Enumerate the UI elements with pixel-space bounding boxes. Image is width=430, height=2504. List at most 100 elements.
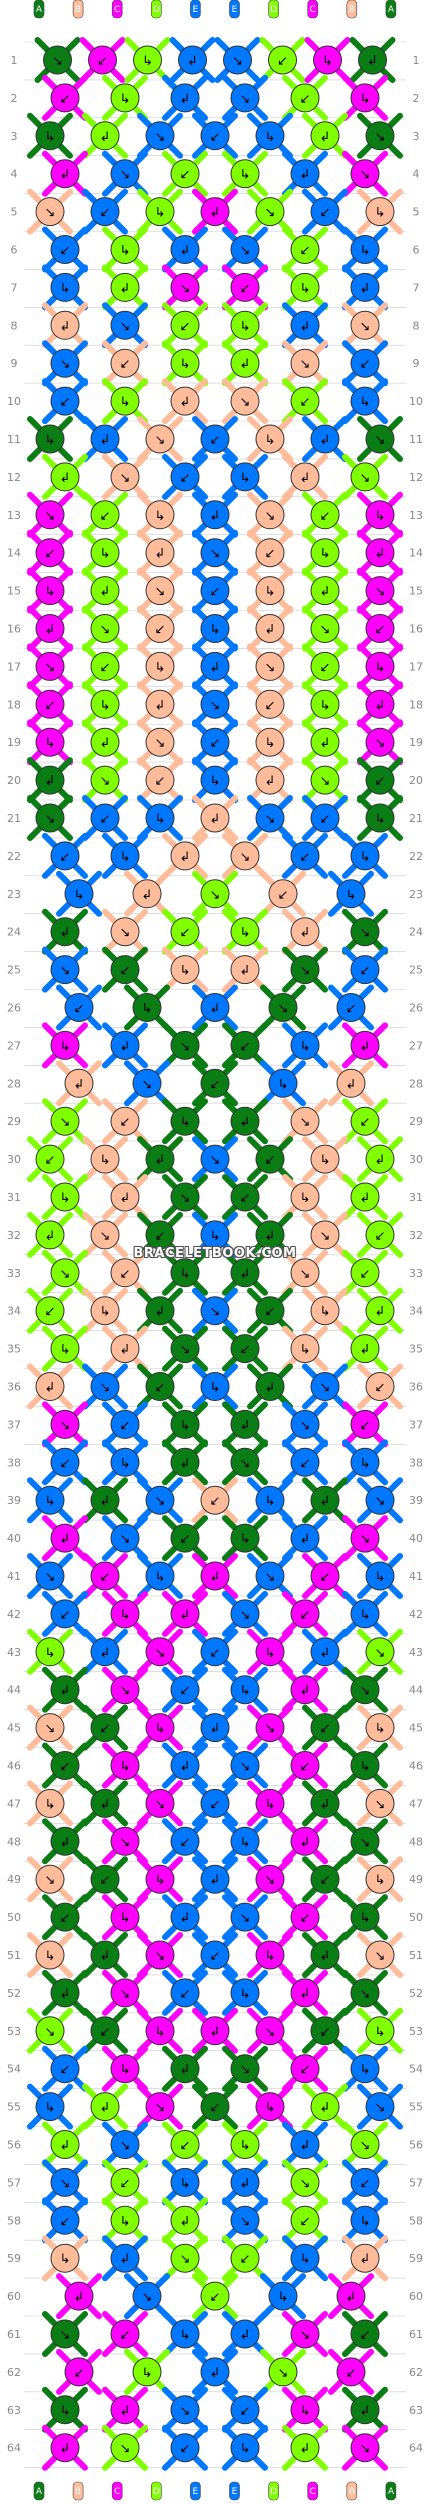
row-label-left: 20 — [7, 774, 21, 787]
knot — [350, 1409, 380, 1439]
knot — [50, 83, 80, 113]
row-label-left: 55 — [7, 2101, 21, 2114]
knot — [255, 1144, 285, 1174]
knot-arrow: ↙ — [210, 1077, 221, 1092]
knot-arrow: ↳ — [45, 130, 56, 145]
knot-arrow: ↙ — [155, 1229, 166, 1244]
knot-arrow: ↘ — [375, 736, 386, 751]
knot — [365, 2016, 395, 2046]
knot-arrow: ↙ — [155, 623, 166, 638]
knot — [230, 2319, 260, 2349]
knot-arrow: ↘ — [210, 1305, 221, 1320]
knot-arrow: ↘ — [45, 1722, 56, 1737]
knot-arrow: ↙ — [210, 585, 221, 600]
row-label-left: 63 — [7, 2404, 21, 2417]
row-label-right: 14 — [409, 547, 423, 560]
knot-arrow: ↙ — [375, 623, 386, 638]
knot-arrow: ↳ — [120, 850, 131, 865]
knot-arrow: ↙ — [240, 281, 251, 296]
knot-arrow: ↘ — [45, 509, 56, 524]
row-label-right: 22 — [409, 850, 423, 863]
knot — [50, 1826, 80, 1856]
knot — [255, 1788, 285, 1818]
knot — [110, 348, 140, 378]
knot — [350, 1258, 380, 1288]
knot — [290, 235, 320, 264]
knot — [50, 1902, 80, 1932]
knot-arrow: ↘ — [180, 2404, 191, 2419]
knot — [110, 2205, 140, 2235]
row-label-right: 2 — [413, 92, 420, 105]
knot — [35, 765, 65, 795]
knot-arrow: ↘ — [120, 471, 131, 486]
row-label-left: 28 — [7, 1077, 21, 1090]
row-label-right: 63 — [409, 2404, 423, 2417]
knot — [110, 1978, 140, 2008]
knot-arrow: ↳ — [60, 1039, 71, 1054]
knot — [310, 197, 340, 227]
knot — [50, 1182, 80, 1212]
knot-arrow: ↘ — [120, 168, 131, 183]
knot-arrow: ↘ — [320, 1381, 331, 1396]
knot-arrow: ↲ — [300, 1532, 311, 1547]
knot — [290, 1334, 320, 1364]
knot — [230, 1030, 260, 1060]
knot — [90, 1788, 120, 1818]
knot — [290, 1826, 320, 1856]
row-label-right: 49 — [409, 1873, 423, 1886]
row-label-left: 35 — [7, 1343, 21, 1356]
knot — [50, 2243, 80, 2273]
knot-arrow: ↲ — [375, 547, 386, 562]
knot — [50, 310, 80, 340]
knot — [90, 538, 120, 568]
knot-arrow: ↙ — [100, 1722, 111, 1737]
knot-arrow: ↙ — [300, 395, 311, 410]
knot — [310, 424, 340, 454]
knot — [365, 538, 395, 568]
string-letter: A — [388, 2487, 395, 2497]
row-label-left: 11 — [7, 433, 21, 446]
knot — [90, 424, 120, 454]
knot-arrow: ↳ — [360, 2063, 371, 2078]
knot-arrow: ↙ — [210, 1949, 221, 1964]
knot-arrow: ↳ — [360, 92, 371, 107]
knot — [230, 1106, 260, 1136]
knot-arrow: ↲ — [300, 168, 311, 183]
knot-arrow: ↘ — [210, 888, 221, 903]
knot — [170, 272, 200, 302]
knot-arrow: ↘ — [360, 1684, 371, 1699]
knot — [310, 651, 340, 681]
knot-arrow: ↘ — [240, 92, 251, 107]
row-label-right: 47 — [409, 1797, 423, 1810]
knot-arrow: ↲ — [360, 2404, 371, 2419]
string-top-marker — [385, 0, 397, 19]
knot — [230, 1523, 260, 1553]
knot-arrow: ↳ — [155, 1873, 166, 1888]
knot-arrow: ↘ — [120, 2442, 131, 2457]
knot — [35, 424, 65, 454]
knot — [200, 2281, 230, 2311]
string-letter: C — [310, 2487, 316, 2497]
knot — [200, 1637, 230, 1667]
row-label-left: 14 — [7, 547, 21, 560]
knot — [35, 1372, 65, 1401]
knot — [200, 1144, 230, 1174]
knot — [290, 2054, 320, 2084]
knot-arrow: ↘ — [240, 1608, 251, 1623]
knot-arrow: ↙ — [210, 130, 221, 145]
knot-arrow: ↳ — [375, 2025, 386, 2040]
knot-arrow: ↙ — [74, 1002, 85, 1017]
knot — [230, 2054, 260, 2084]
knot — [310, 576, 340, 606]
knot-arrow: ↘ — [155, 1797, 166, 1812]
knot-arrow: ↳ — [360, 395, 371, 410]
row-label-left: 50 — [7, 1911, 21, 1924]
row-label-right: 6 — [413, 244, 420, 257]
knot-arrow: ↲ — [346, 1077, 357, 1092]
row-label-right: 29 — [409, 1115, 423, 1128]
row-label-left: 29 — [7, 1115, 21, 1128]
knot — [336, 2357, 366, 2387]
knot-arrow: ↲ — [375, 1153, 386, 1168]
row-label-right: 5 — [413, 206, 420, 219]
row-label-right: 42 — [409, 1608, 423, 1621]
